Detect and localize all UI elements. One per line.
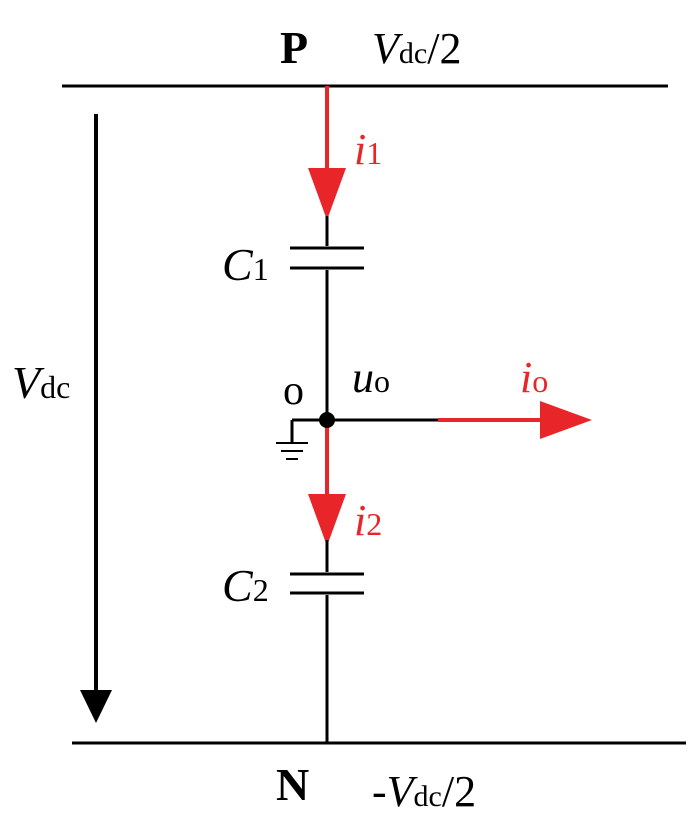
c1-label: C1 (222, 239, 269, 290)
node-n-label: N (276, 759, 309, 810)
dc-voltage-label: Vdc (12, 357, 70, 408)
i2-label: i2 (354, 496, 382, 545)
c2-label: C2 (222, 560, 269, 611)
midpoint-voltage-label: uo (352, 353, 390, 402)
bottom-rail-voltage-label: -Vdc/2 (372, 767, 476, 816)
io-arrowhead (540, 401, 592, 439)
ground-icon (276, 442, 308, 460)
vdc-arrowhead (80, 690, 112, 723)
i1-arrowhead (308, 168, 346, 220)
i2-arrowhead (308, 494, 346, 546)
node-p-label: P (280, 22, 308, 73)
midpoint-node-label: o (283, 368, 304, 414)
top-rail-voltage-label: Vdc/2 (372, 24, 461, 73)
i1-label: i1 (354, 125, 382, 174)
io-label: io (520, 353, 548, 402)
